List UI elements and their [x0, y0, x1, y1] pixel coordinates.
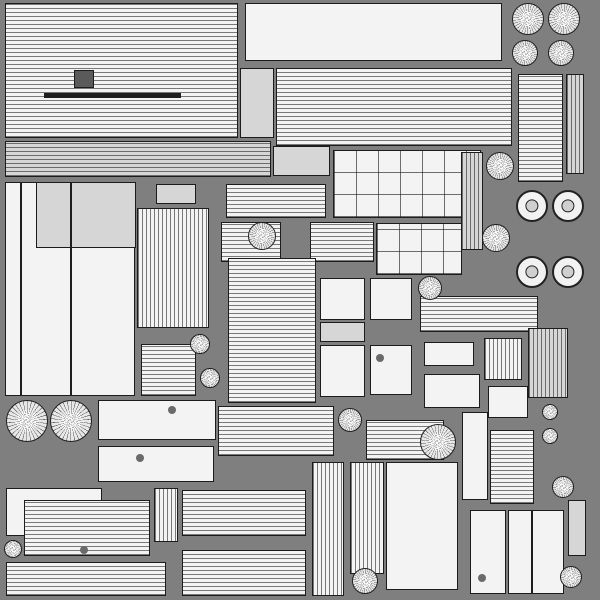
mid-band-2	[218, 406, 334, 456]
panel-cr-2	[370, 278, 412, 320]
top-mid-panel	[276, 68, 512, 146]
marker-dot-4	[478, 574, 486, 582]
wheel-right-5	[486, 152, 514, 180]
top-left-strip	[5, 141, 271, 177]
wheel-small-4	[542, 404, 558, 420]
wheel-tr-3	[512, 40, 538, 66]
mid-band-1	[98, 400, 216, 440]
bottom-column-1	[312, 462, 344, 596]
small-box-top	[273, 146, 330, 176]
bottom-left-floor	[6, 562, 166, 596]
bottom-post	[154, 488, 178, 542]
mid-band-3	[98, 446, 214, 482]
box-r-4	[488, 386, 528, 418]
mid-band-6	[490, 430, 534, 504]
wheel-right-3	[516, 256, 548, 288]
right-tall-panel	[518, 74, 563, 182]
center-body-block	[228, 258, 316, 403]
marker-dot-5	[376, 354, 384, 362]
bottom-box-4	[568, 500, 586, 556]
bottom-box-3	[532, 510, 564, 594]
wheel-bottom-2	[352, 568, 378, 594]
bottom-strip-1	[182, 490, 306, 536]
left-tall-rule-1	[20, 182, 22, 396]
bottom-box-2	[508, 510, 532, 594]
ship-shape	[528, 328, 568, 398]
wheel-small-1	[190, 334, 210, 354]
center-grid-panel-2	[376, 223, 462, 275]
left-cap-top	[156, 184, 196, 204]
box-r-1	[424, 342, 474, 366]
bottom-strip-2	[182, 550, 306, 596]
box-r-3	[424, 374, 480, 408]
wheel-right-2	[552, 190, 584, 222]
panel-cr-1	[320, 278, 365, 320]
wheel-left-2	[50, 400, 92, 442]
left-tall-rule-2	[70, 182, 72, 396]
grid-side-strip	[461, 152, 483, 250]
ornament-panel	[240, 68, 274, 138]
wheel-right-1	[516, 190, 548, 222]
right-thin-posts	[566, 74, 584, 174]
wheel-small-5	[542, 428, 558, 444]
wheel-bottom-3	[338, 408, 362, 432]
marker-dot-3	[80, 546, 88, 554]
bottom-column-2	[350, 462, 384, 574]
wheel-bottom-4	[552, 476, 574, 498]
bottom-left-ramp	[24, 500, 150, 556]
marker-dot-1	[168, 406, 176, 414]
top-left-hook	[74, 70, 94, 88]
box-r-2	[484, 338, 522, 380]
wheel-center-1	[248, 222, 276, 250]
top-long-plank	[245, 3, 502, 61]
panel-cr-4	[320, 345, 365, 397]
wheel-bottom-5	[560, 566, 582, 588]
wheel-bottom-1	[4, 540, 22, 558]
wheel-small-2	[200, 368, 220, 388]
fan-panel	[226, 184, 326, 218]
wheel-left-1	[6, 400, 48, 442]
top-left-panel	[5, 3, 238, 138]
bottom-box-1	[470, 510, 506, 594]
wheel-tr-4	[548, 40, 574, 66]
dome-part	[141, 344, 196, 396]
wing-right	[310, 222, 374, 262]
top-left-bar	[44, 93, 181, 98]
wheel-center-3	[420, 424, 456, 460]
wheel-tr-2	[548, 3, 580, 35]
wheel-right-4	[552, 256, 584, 288]
wheel-tr-1	[512, 3, 544, 35]
center-grid-panel	[333, 150, 481, 218]
curved-panel	[420, 296, 538, 332]
panel-cr-5	[370, 345, 412, 395]
wheel-small-3	[418, 276, 442, 300]
wheel-center-2	[482, 224, 510, 252]
left-tall-shadow	[36, 182, 136, 248]
panel-cr-3	[320, 322, 365, 342]
left-columns	[137, 208, 209, 328]
mid-band-5	[462, 412, 488, 500]
marker-dot-2	[136, 454, 144, 462]
bottom-shorts	[386, 462, 458, 590]
